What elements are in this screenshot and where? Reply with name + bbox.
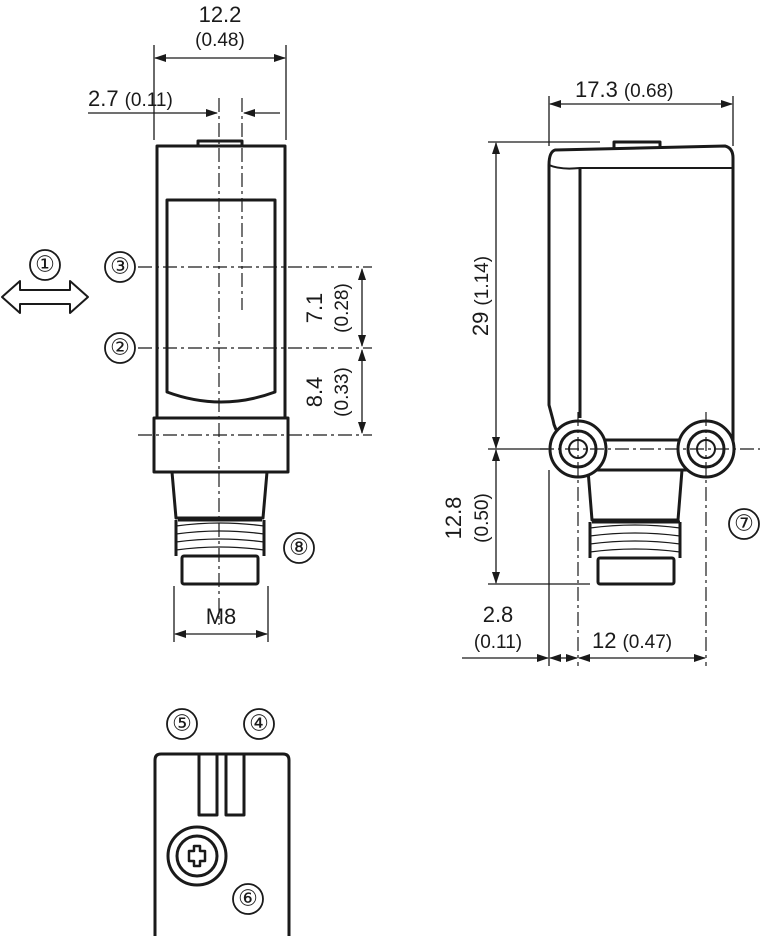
callout-1: ① — [29, 249, 61, 281]
callout-6: ⑥ — [232, 883, 264, 915]
front-connector-tip — [180, 554, 260, 586]
front-view: 12.2 (0.48) 2.7(0.11) 7.1 (0.28) 8.4 (0.… — [1, 2, 372, 642]
side-height-dim: 29(1.14) — [468, 256, 493, 336]
side-connector-tip — [596, 556, 676, 586]
front-offset-dim: 2.7(0.11) — [88, 86, 173, 111]
svg-text:⑥: ⑥ — [238, 887, 258, 912]
side-connector-neck — [586, 469, 684, 522]
callout-4: ④ — [243, 708, 275, 740]
indicator-slot-5 — [197, 754, 219, 817]
side-thread — [588, 520, 682, 558]
front-housing — [155, 144, 287, 420]
svg-text:⑦: ⑦ — [734, 512, 754, 537]
side-top-nub — [612, 140, 662, 148]
double-arrow-icon — [1, 280, 89, 314]
svg-text:②: ② — [110, 336, 130, 361]
side-view: 17.3(0.68) 29(1.14) 12.8 (0.50) 2.8 (0.1… — [441, 77, 760, 666]
svg-text:①: ① — [35, 253, 55, 278]
front-width-dim-inch: (0.48) — [195, 30, 245, 51]
indicator-slot-4 — [224, 754, 246, 817]
front-lower-dim: 8.4 — [302, 377, 327, 408]
svg-text:③: ③ — [110, 255, 130, 280]
side-left-offset-dim: 2.8 — [483, 602, 514, 627]
adjustment-screw-icon — [166, 825, 228, 887]
callout-2: ② — [104, 332, 136, 364]
side-connector-dim-inch: (0.50) — [472, 493, 493, 543]
front-lower-dim-inch: (0.33) — [332, 367, 353, 417]
front-upper-dim: 7.1 — [302, 293, 327, 324]
side-width-dim: 17.3(0.68) — [575, 77, 673, 102]
svg-text:④: ④ — [249, 712, 269, 737]
callout-7: ⑦ — [728, 508, 760, 540]
side-housing — [547, 144, 735, 442]
back-view — [153, 752, 291, 936]
front-upper-dim-inch: (0.28) — [332, 283, 353, 333]
front-collar — [152, 416, 290, 474]
svg-text:⑤: ⑤ — [172, 712, 192, 737]
side-hole-spacing-dim: 12(0.47) — [592, 628, 672, 653]
lens-window — [165, 198, 277, 404]
callout-5: ⑤ — [166, 708, 198, 740]
back-housing — [153, 752, 291, 936]
callout-8: ⑧ — [283, 532, 315, 564]
front-thread — [174, 518, 266, 556]
callout-3: ③ — [104, 251, 136, 283]
side-connector-dim: 12.8 — [441, 497, 466, 540]
thread-label: M8 — [206, 604, 237, 629]
svg-text:⑧: ⑧ — [289, 536, 309, 561]
front-width-dim: 12.2 — [199, 2, 242, 27]
side-left-offset-dim-inch: (0.11) — [474, 632, 522, 653]
